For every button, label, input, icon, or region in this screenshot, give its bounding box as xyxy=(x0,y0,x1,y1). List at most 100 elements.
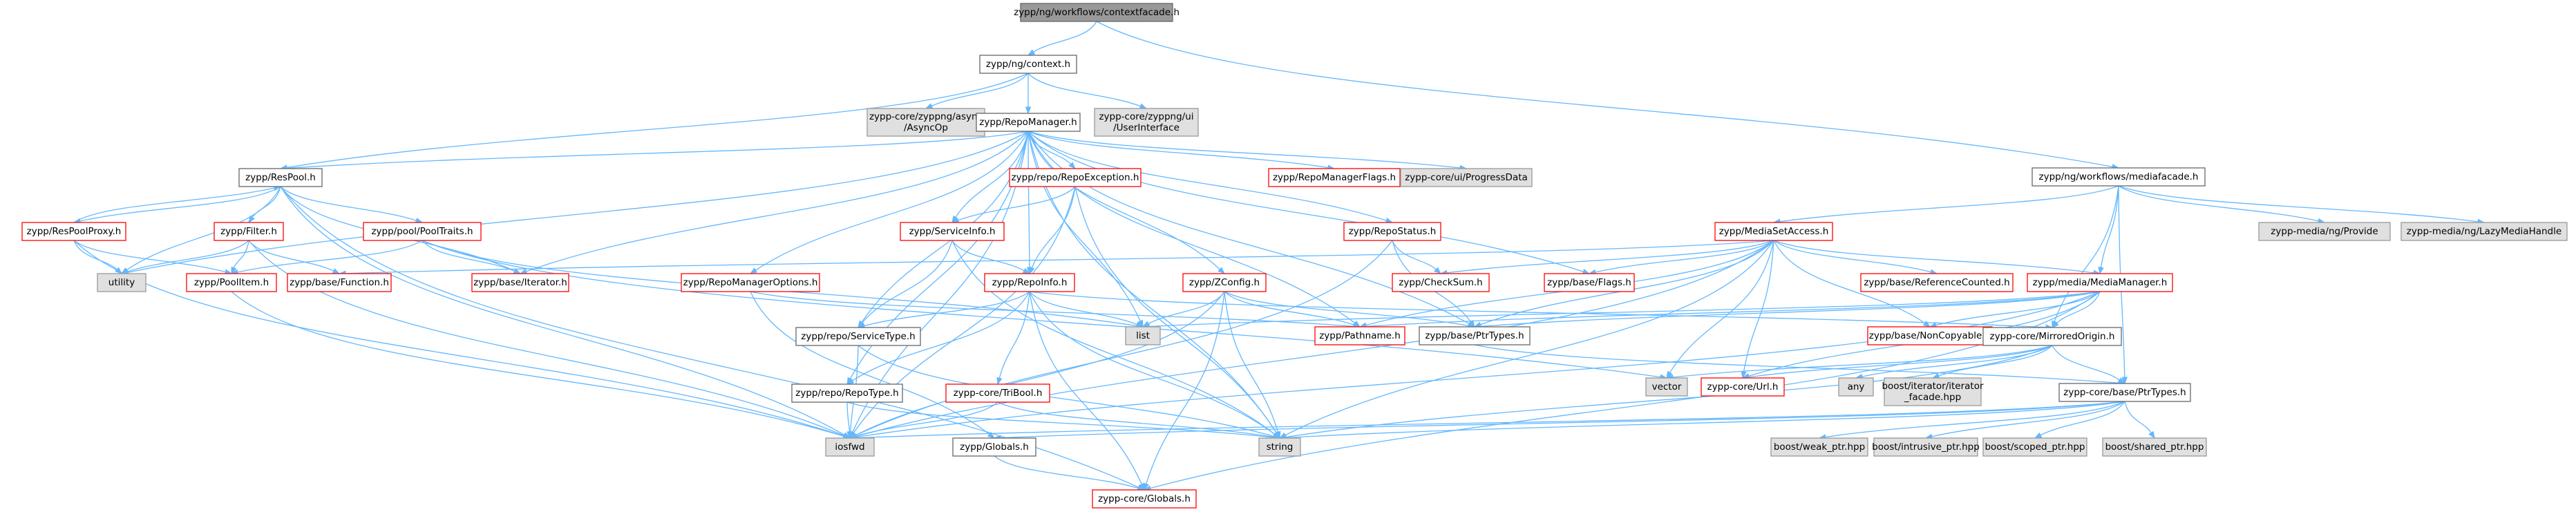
edge-arrowhead xyxy=(513,268,522,274)
edge-coreptrtypes-to-intrusiveptr xyxy=(1924,401,2125,439)
node-repostatus[interactable]: zypp/RepoStatus.h xyxy=(1343,222,1441,241)
node-label: zypp/media/MediaManager.h xyxy=(2033,277,2168,288)
node-tribool[interactable]: zypp-core/TriBool.h xyxy=(945,383,1050,403)
edge-arrowhead xyxy=(2117,377,2126,384)
node-label: zypp-core/zyppng/ui xyxy=(1099,111,1193,122)
edge-line xyxy=(852,291,1030,381)
node-box xyxy=(681,273,820,292)
node-label: zypp/base/Iterator.h xyxy=(473,277,567,288)
node-repotype[interactable]: zypp/repo/RepoType.h xyxy=(791,383,903,403)
edge-line xyxy=(79,186,281,222)
node-box xyxy=(2258,222,2391,241)
edge-line xyxy=(1935,291,2101,326)
edge-line xyxy=(526,131,1029,272)
edge-pooltraits-to-vector xyxy=(422,240,1668,380)
edge-repomanageroptions-to-pathname xyxy=(750,291,1361,330)
node-respoolproxy[interactable]: zypp/ResPoolProxy.h xyxy=(21,222,126,241)
node-mirroredorigin[interactable]: zypp-core/MirroredOrigin.h xyxy=(1982,327,2122,346)
edge-line xyxy=(1825,401,2125,438)
edge-line xyxy=(345,240,1774,274)
edge-repostatus-to-iosfwd xyxy=(849,240,1393,439)
node-label: iosfwd xyxy=(835,442,864,453)
node-label: zypp-core/MirroredOrigin.h xyxy=(1990,331,2115,342)
node-context[interactable]: zypp/ng/context.h xyxy=(979,55,1077,74)
edge-mediamanager-to-mirroredorigin xyxy=(2052,291,2101,328)
edge-arrowhead xyxy=(1218,267,1226,274)
node-label: zypp-core/base/PtrTypes.h xyxy=(2063,387,2186,398)
node-coreptrtypes[interactable]: zypp-core/base/PtrTypes.h xyxy=(2058,383,2191,402)
edge-arrowhead xyxy=(1931,372,1940,379)
node-repomanagerflags[interactable]: zypp/RepoManagerFlags.h xyxy=(1268,168,1401,187)
node-pathname[interactable]: zypp/Pathname.h xyxy=(1314,326,1405,345)
node-label: zypp/PoolItem.h xyxy=(194,277,269,288)
node-zconfig[interactable]: zypp/ZConfig.h xyxy=(1182,273,1267,292)
node-mediamanager[interactable]: zypp/media/MediaManager.h xyxy=(2027,273,2173,292)
edge-arrowhead xyxy=(846,378,855,385)
node-servicetype[interactable]: zypp/repo/ServiceType.h xyxy=(795,327,921,346)
node-label: zypp/repo/RepoException.h xyxy=(1012,172,1139,183)
edge-root-to-context xyxy=(1027,21,1097,56)
node-coreglobals[interactable]: zypp-core/Globals.h xyxy=(1092,489,1197,509)
node-box xyxy=(1125,326,1161,345)
node-poolitem[interactable]: zypp/PoolItem.h xyxy=(186,273,277,292)
edge-line xyxy=(951,240,1276,435)
edge-mediasetaccess-to-noncopyable xyxy=(1773,240,1931,328)
node-mediafacade[interactable]: zypp/ng/workflows/mediafacade.h xyxy=(2032,167,2206,187)
node-box xyxy=(866,108,985,137)
node-checksum[interactable]: zypp/CheckSum.h xyxy=(1392,273,1490,292)
node-label: boost/weak_ptr.hpp xyxy=(1774,442,1865,453)
node-label: boost/shared_ptr.hpp xyxy=(2105,442,2204,453)
edge-line xyxy=(855,291,1225,436)
edge-line xyxy=(958,186,1076,221)
node-noncopyable[interactable]: zypp/base/NonCopyable.h xyxy=(1867,326,1993,345)
edge-line xyxy=(280,186,845,436)
node-mediasetaccess[interactable]: zypp/MediaSetAccess.h xyxy=(1714,222,1833,241)
node-baseptrtypes[interactable]: zypp/base/PtrTypes.h xyxy=(1419,326,1531,345)
edge-mediafacade-to-lazymedia xyxy=(2118,185,2485,225)
edge-filter-to-poolitem xyxy=(231,240,249,275)
node-repomanageroptions[interactable]: zypp/RepoManagerOptions.h xyxy=(681,273,820,292)
node-box xyxy=(2102,437,2207,457)
node-iteratorfacade: boost/iterator/iterator_facade.hpp xyxy=(1882,377,1984,406)
edge-coreptrtypes-to-scopedptr xyxy=(2034,401,2125,439)
node-url[interactable]: zypp-core/Url.h xyxy=(1701,377,1785,397)
edge-line xyxy=(1224,291,1354,325)
node-function[interactable]: zypp/base/Function.h xyxy=(287,273,392,292)
edge-arrowhead xyxy=(2098,266,2104,275)
node-repoexception[interactable]: zypp/repo/RepoException.h xyxy=(1009,168,1142,187)
edge-line xyxy=(248,240,334,272)
edge-line xyxy=(2124,401,2152,433)
node-label: zypp/ResPoolProxy.h xyxy=(27,226,122,237)
node-async: zypp-core/zyppng/async/AsyncOp xyxy=(866,108,985,137)
edge-line xyxy=(1029,291,2047,328)
node-box xyxy=(945,383,1050,403)
node-refcounted[interactable]: zypp/base/ReferenceCounted.h xyxy=(1860,273,2014,292)
edge-line xyxy=(1862,345,2053,377)
node-iterator[interactable]: zypp/base/Iterator.h xyxy=(471,273,569,292)
edge-coreptrtypes-to-sharedptr xyxy=(2124,401,2155,439)
node-repomanager[interactable]: zypp/RepoManager.h xyxy=(976,113,1081,132)
edge-line xyxy=(998,291,1030,379)
edge-line xyxy=(2056,291,2101,324)
edge-line xyxy=(280,186,417,221)
node-serviceinfo[interactable]: zypp/ServiceInfo.h xyxy=(900,222,1005,241)
node-pooltraits[interactable]: zypp/pool/PoolTraits.h xyxy=(363,222,482,241)
node-respool[interactable]: zypp/ResPool.h xyxy=(238,168,323,187)
node-flags[interactable]: zypp/base/Flags.h xyxy=(1544,273,1635,292)
node-label: _facade.hpp xyxy=(1904,392,1961,403)
edge-repomanager-to-iterator xyxy=(519,131,1029,274)
edge-mirroredorigin-to-coreptrtypes xyxy=(2052,345,2126,384)
node-globals[interactable]: zypp/Globals.h xyxy=(952,437,1036,457)
edge-zconfig-to-pathname xyxy=(1224,291,1361,328)
edge-line xyxy=(951,240,1025,272)
edge-repotype-to-iosfwd xyxy=(846,401,853,439)
node-label: zypp/Globals.h xyxy=(960,442,1029,453)
node-root[interactable]: zypp/ng/workflows/contextfacade.h xyxy=(1014,3,1180,22)
edge-line xyxy=(755,131,1029,271)
edge-mediafacade-to-provide xyxy=(2118,185,2326,225)
edge-line xyxy=(1285,240,1774,436)
node-filter[interactable]: zypp/Filter.h xyxy=(214,222,284,241)
node-label: zypp-core/zyppng/async xyxy=(869,111,983,122)
node-repoinfo[interactable]: zypp/RepoInfo.h xyxy=(984,273,1075,292)
edge-line xyxy=(864,291,1030,327)
